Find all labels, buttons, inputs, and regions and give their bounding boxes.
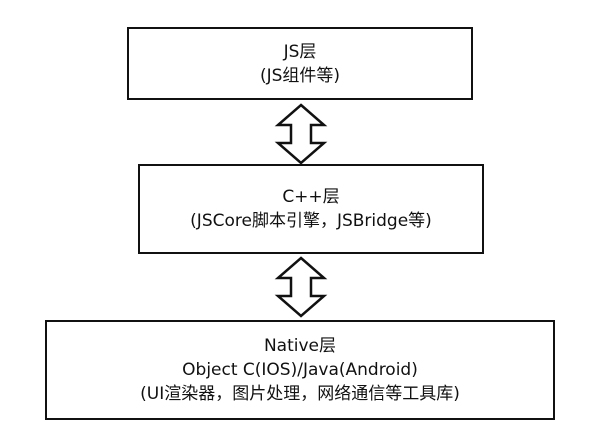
js-layer-title: JS层 (283, 41, 317, 62)
native-layer-title: Native层 (263, 336, 337, 356)
bidirectional-arrow-js-cpp (274, 103, 328, 165)
native-layer-platforms: Object C(IOS)/Java(Android) (182, 360, 418, 380)
js-layer-description: (JS组件等) (259, 65, 341, 86)
native-layer-description: (UI渲染器，图片处理，网络通信等工具库) (140, 384, 460, 404)
bidirectional-arrow-cpp-native (274, 256, 328, 318)
cpp-layer-title: C++层 (282, 187, 340, 207)
cpp-layer-box: C++层 (JSCore脚本引擎，JSBridge等) (138, 164, 484, 254)
js-layer-box: JS层 (JS组件等) (127, 27, 473, 100)
native-layer-box: Native层 Object C(IOS)/Java(Android) (UI渲… (45, 320, 555, 420)
cpp-layer-description: (JSCore脚本引擎，JSBridge等) (190, 211, 432, 231)
